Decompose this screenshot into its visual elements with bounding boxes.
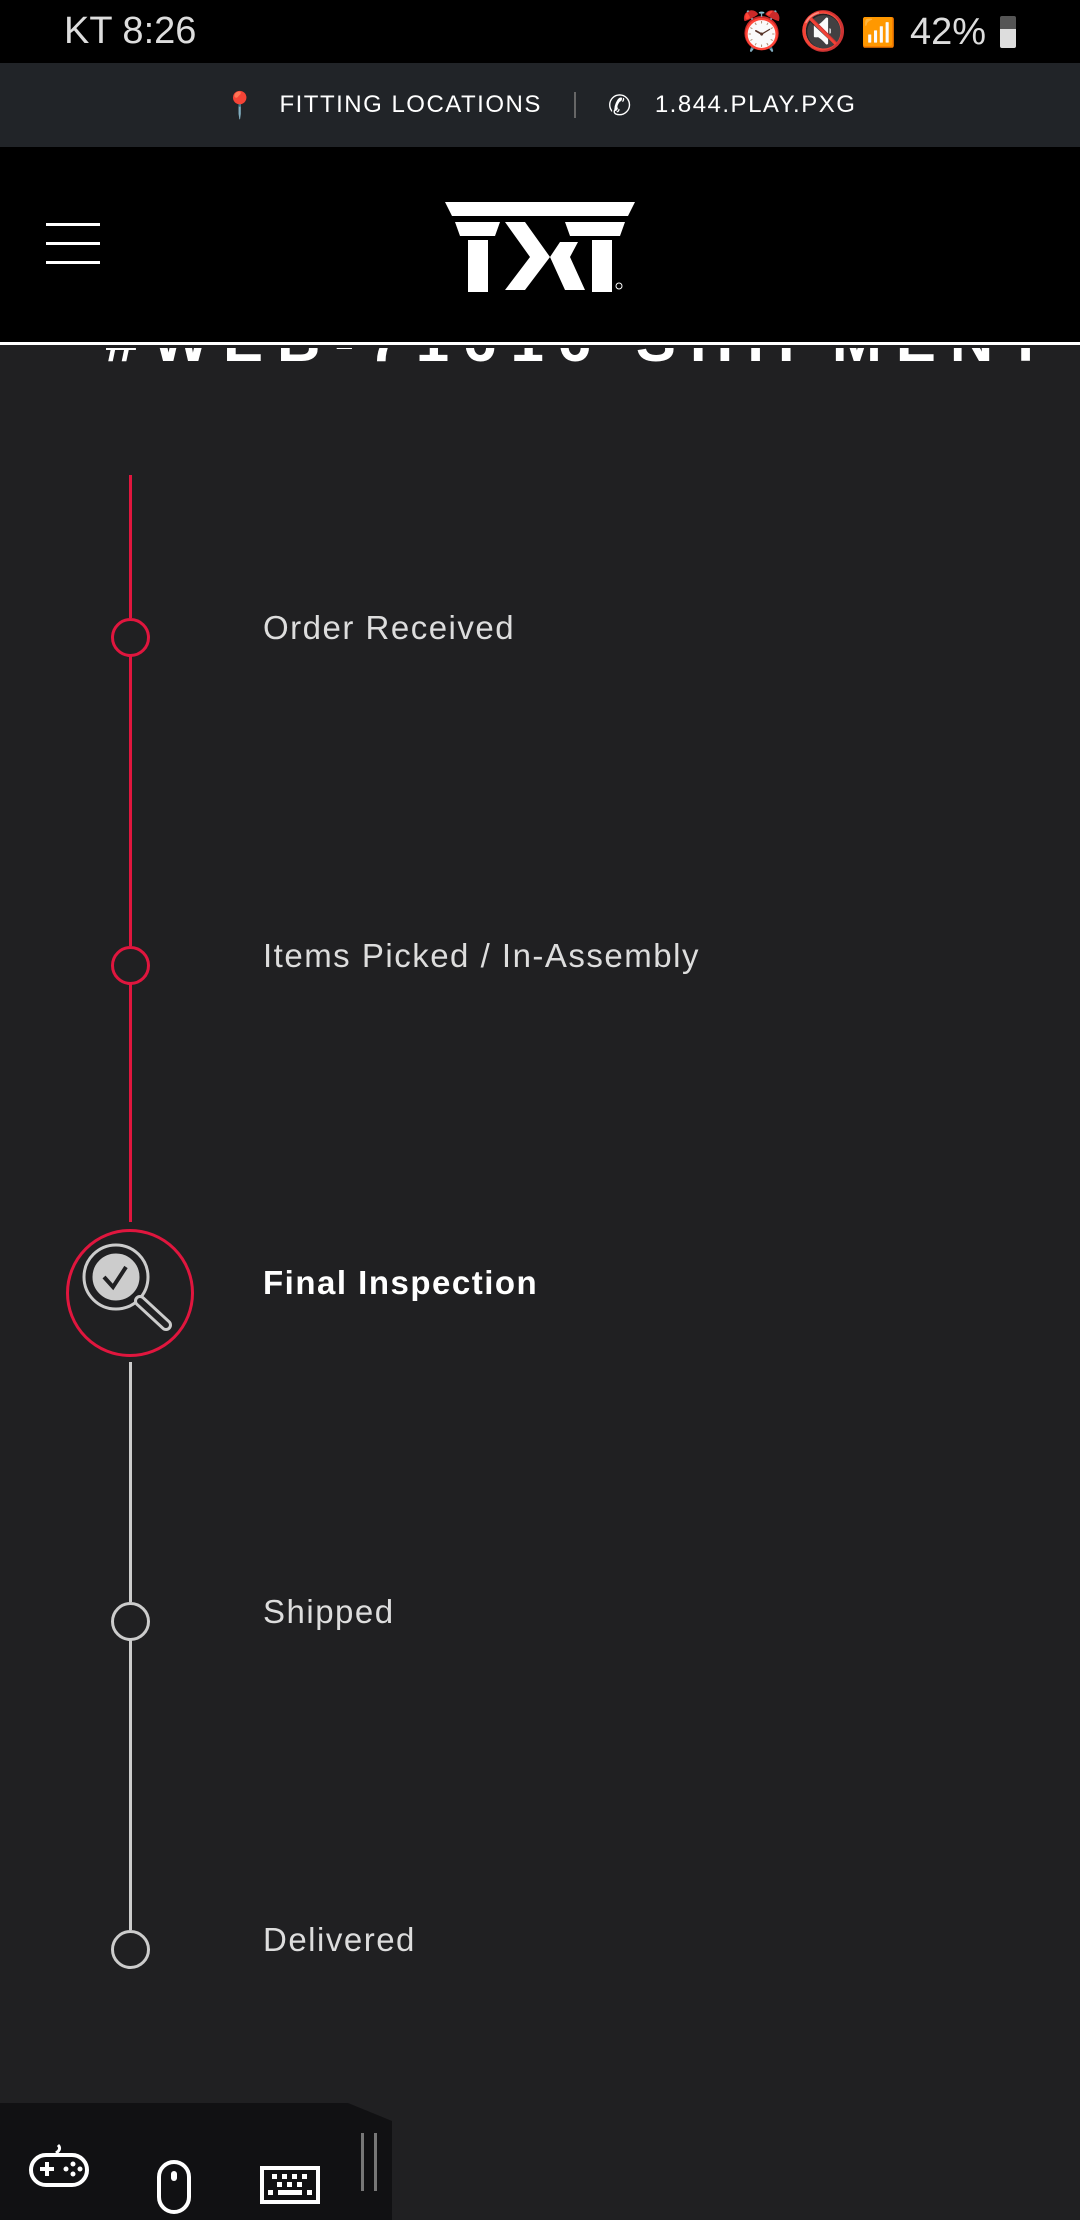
site-header xyxy=(0,147,1080,345)
status-bar: KT 8:26 ⏰ 🔇 📶 42% xyxy=(0,0,1080,63)
shipment-heading: #WEB-71616 SHIPMENT xyxy=(105,348,1058,362)
step-dot-complete xyxy=(111,618,150,657)
step-label-current: Final Inspection xyxy=(263,1264,539,1301)
timeline-line-pending xyxy=(129,1362,132,1602)
timeline-line-complete xyxy=(129,984,132,1222)
step-dot-pending xyxy=(111,1602,150,1641)
magnifier-check-icon xyxy=(82,1243,172,1331)
timeline-line-pending xyxy=(129,1640,132,1930)
mute-icon: 🔇 xyxy=(799,11,848,53)
keyboard-icon[interactable] xyxy=(260,2166,320,2204)
pxg-logo xyxy=(445,202,635,292)
step-label: Items Picked / In-Assembly xyxy=(263,937,700,974)
toolbar-drag-handle[interactable] xyxy=(361,2133,377,2191)
location-pin-icon: 📍 xyxy=(223,89,258,120)
timeline-line-complete xyxy=(129,656,132,946)
battery-text: 42% xyxy=(909,10,986,53)
floating-input-toolbar xyxy=(0,2103,392,2220)
step-dot-complete xyxy=(111,946,150,985)
alarm-icon: ⏰ xyxy=(738,11,786,53)
timeline-line-complete xyxy=(129,475,132,618)
step-current-ring xyxy=(66,1229,194,1357)
battery-icon xyxy=(1000,16,1016,48)
wifi-icon: 📶 xyxy=(861,16,896,48)
status-time: KT 8:26 xyxy=(64,10,197,52)
step-label: Delivered xyxy=(263,1921,416,1958)
step-label: Shipped xyxy=(263,1593,395,1630)
hamburger-menu-button[interactable] xyxy=(46,223,100,264)
phone-link[interactable]: 1.844.PLAY.PXG xyxy=(654,91,857,118)
phone-icon: ✆ xyxy=(607,89,633,121)
shipment-heading-clipped: #WEB-71616 SHIPMENT xyxy=(0,348,1080,362)
step-dot-pending xyxy=(111,1930,150,1969)
divider xyxy=(573,92,576,118)
mouse-icon[interactable] xyxy=(156,2159,192,2215)
utility-bar: 📍 FITTING LOCATIONS ✆ 1.844.PLAY.PXG xyxy=(0,63,1080,147)
step-label: Order Received xyxy=(263,609,516,646)
gamepad-icon[interactable] xyxy=(28,2143,90,2187)
fitting-locations-link[interactable]: FITTING LOCATIONS xyxy=(279,91,542,118)
